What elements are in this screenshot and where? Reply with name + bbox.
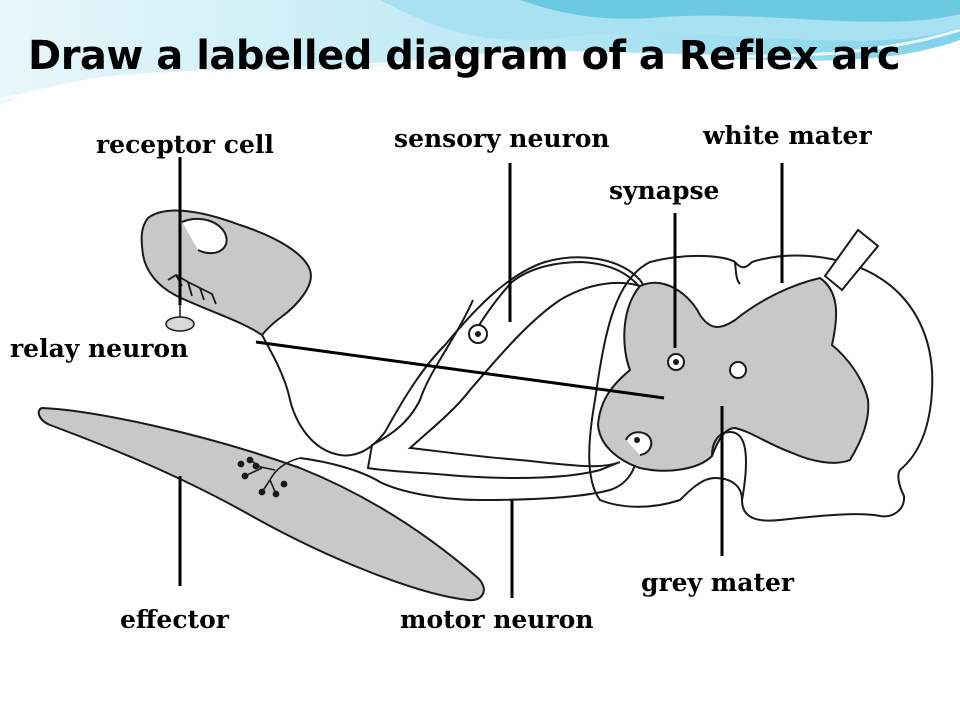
receptor-endings — [167, 273, 217, 305]
synapse-dot — [667, 353, 685, 371]
motor-cell-body — [625, 431, 653, 456]
slide-title: Draw a labelled diagram of a Reflex arc — [28, 33, 901, 79]
banner-swoosh-line — [0, 28, 960, 102]
skin-fold — [181, 217, 228, 255]
leader-lines — [178, 157, 784, 598]
anterior-fissure — [711, 430, 748, 501]
dorsal-root-ventral-root-bundle — [366, 281, 641, 479]
sensory-neuron-path — [261, 256, 661, 457]
receptor-skin — [140, 209, 312, 337]
sensory-cell-body — [468, 324, 488, 344]
central-canal — [729, 361, 747, 379]
skin-outline — [140, 209, 312, 337]
leader-relay-neuron — [255, 340, 665, 400]
sensory-neuron-path-inner — [472, 260, 643, 336]
label-effector: effector — [120, 605, 229, 634]
banner-front-wave — [520, 0, 960, 22]
label-receptor-cell: receptor cell — [96, 130, 274, 159]
label-synapse: synapse — [609, 176, 720, 205]
label-motor-neuron: motor neuron — [400, 605, 594, 634]
header-wave-banner — [0, 0, 960, 105]
posterior-fissure — [734, 261, 741, 285]
effector-muscle — [37, 406, 485, 602]
spinal-nerve-root — [823, 228, 880, 292]
label-relay-neuron: relay neuron — [10, 334, 189, 363]
motor-end-plates — [237, 456, 301, 498]
receptor-disc — [165, 316, 195, 332]
label-sensory-neuron: sensory neuron — [394, 124, 610, 153]
label-grey-mater: grey mater — [641, 568, 795, 597]
motor-neuron-path — [299, 449, 639, 502]
label-white-mater: white mater — [703, 121, 872, 150]
